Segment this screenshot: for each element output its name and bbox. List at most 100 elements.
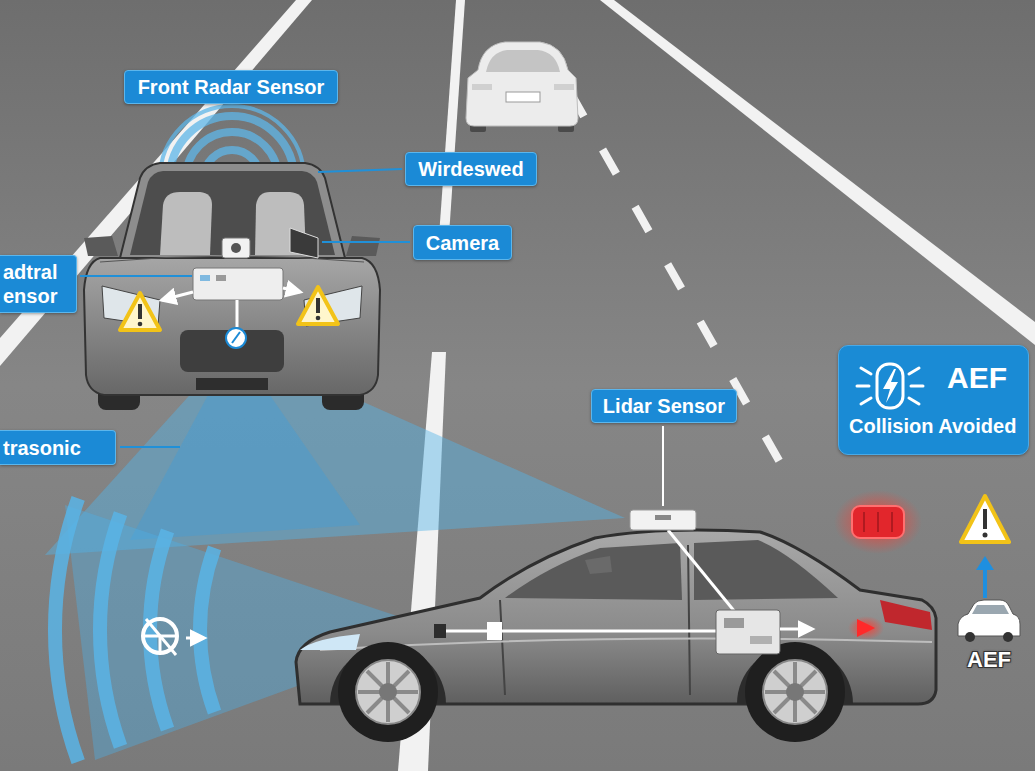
warning-mark (316, 316, 321, 321)
tail-light (554, 84, 574, 90)
panel-status: Collision Avoided (849, 414, 1016, 438)
leader-line (662, 426, 664, 506)
sensor-label: Lidar Sensor (591, 389, 737, 423)
label-text: Lidar Sensor (603, 394, 725, 418)
steering-arrow (186, 637, 204, 640)
leader-line (318, 169, 402, 172)
module-port (216, 275, 226, 281)
label-text: Front Radar Sensor (138, 75, 325, 99)
signal-wire (502, 630, 716, 633)
module-port (750, 636, 772, 644)
mirror (585, 556, 612, 574)
signal-arrow (283, 288, 300, 292)
central-module (193, 268, 283, 300)
sensor-label: Wirdeswed (405, 152, 537, 186)
signal-wire (446, 630, 487, 633)
rim (356, 660, 420, 724)
leader-line (322, 241, 410, 243)
rim-spokes (765, 662, 825, 722)
brake-glow (848, 616, 884, 640)
ultrasonic-wave (100, 514, 121, 747)
radar-dot-mark (232, 332, 240, 343)
steering-slash (146, 619, 176, 655)
car-body (84, 258, 380, 395)
signal-arrow (780, 628, 812, 631)
car-window (505, 543, 682, 600)
signal-wire (236, 300, 239, 327)
lidar-window (655, 515, 671, 520)
warning-mark (316, 298, 320, 313)
steering-icon (143, 619, 204, 655)
lane-edge (600, 0, 1035, 345)
leader-line (80, 275, 192, 277)
label-text: trasonic (3, 436, 81, 460)
warning-triangle (120, 293, 160, 330)
car-icon (958, 600, 1020, 636)
car-body (466, 42, 578, 126)
alert-icons (834, 490, 1020, 642)
warning-mark (138, 322, 143, 327)
up-arrow-head (976, 556, 994, 570)
car-cabin (120, 163, 345, 258)
module-led (200, 275, 210, 281)
brake-glow (834, 490, 922, 554)
brake-ridges (864, 512, 892, 532)
mirror (346, 236, 380, 256)
door-lines (500, 545, 690, 695)
label-text: Camera (426, 231, 499, 255)
signal-wire (668, 530, 735, 612)
sensor-label: adtral ensor (0, 255, 77, 313)
car-window (486, 50, 560, 72)
tire (338, 642, 438, 742)
seat (160, 192, 212, 255)
tail-light (472, 84, 492, 90)
front-sensor (434, 624, 446, 638)
brake-arrow (857, 619, 875, 637)
rim-spokes (358, 662, 418, 722)
leader-line (120, 446, 180, 448)
panel-heading: AEF (947, 360, 1007, 396)
intake (196, 378, 268, 390)
module-port (724, 618, 744, 628)
label-text: adtral ensor (3, 260, 66, 308)
tire (745, 642, 845, 742)
front-car (84, 163, 380, 410)
control-module (716, 610, 780, 654)
lane-dashes (570, 92, 790, 480)
warning-mark (138, 304, 142, 319)
hub (786, 683, 804, 701)
warning-triangle (961, 496, 1009, 542)
signal-node (487, 622, 502, 640)
warning-mark (983, 533, 988, 538)
radar-dot (226, 328, 246, 348)
far-car (466, 42, 578, 132)
brake-light (852, 506, 904, 538)
sensor-lens (231, 243, 241, 253)
plate (506, 92, 540, 102)
mirror (84, 236, 118, 256)
windshield-sensor (222, 238, 250, 258)
camera-unit (290, 228, 318, 258)
leader-lines (80, 169, 663, 506)
sensor-label: Front Radar Sensor (124, 70, 338, 104)
ultrasonic-waves (55, 498, 215, 761)
car-icon-window (972, 605, 1009, 614)
car-window (694, 540, 838, 600)
warning-triangle (298, 287, 338, 324)
car-icon-wheel (965, 632, 975, 642)
sensor-label: Camera (413, 225, 512, 260)
alert-icon (847, 356, 931, 418)
signal-arrow (162, 292, 193, 300)
lane-line (438, 0, 465, 250)
label-text: Wirdeswed (418, 157, 523, 181)
rim (763, 660, 827, 724)
hub (379, 683, 397, 701)
lidar-unit (630, 510, 696, 530)
car-icon-wheel (1003, 632, 1013, 642)
ultrasonic-wave (55, 498, 78, 761)
warning-mark (983, 509, 987, 529)
system-label: AEF (967, 647, 1011, 673)
